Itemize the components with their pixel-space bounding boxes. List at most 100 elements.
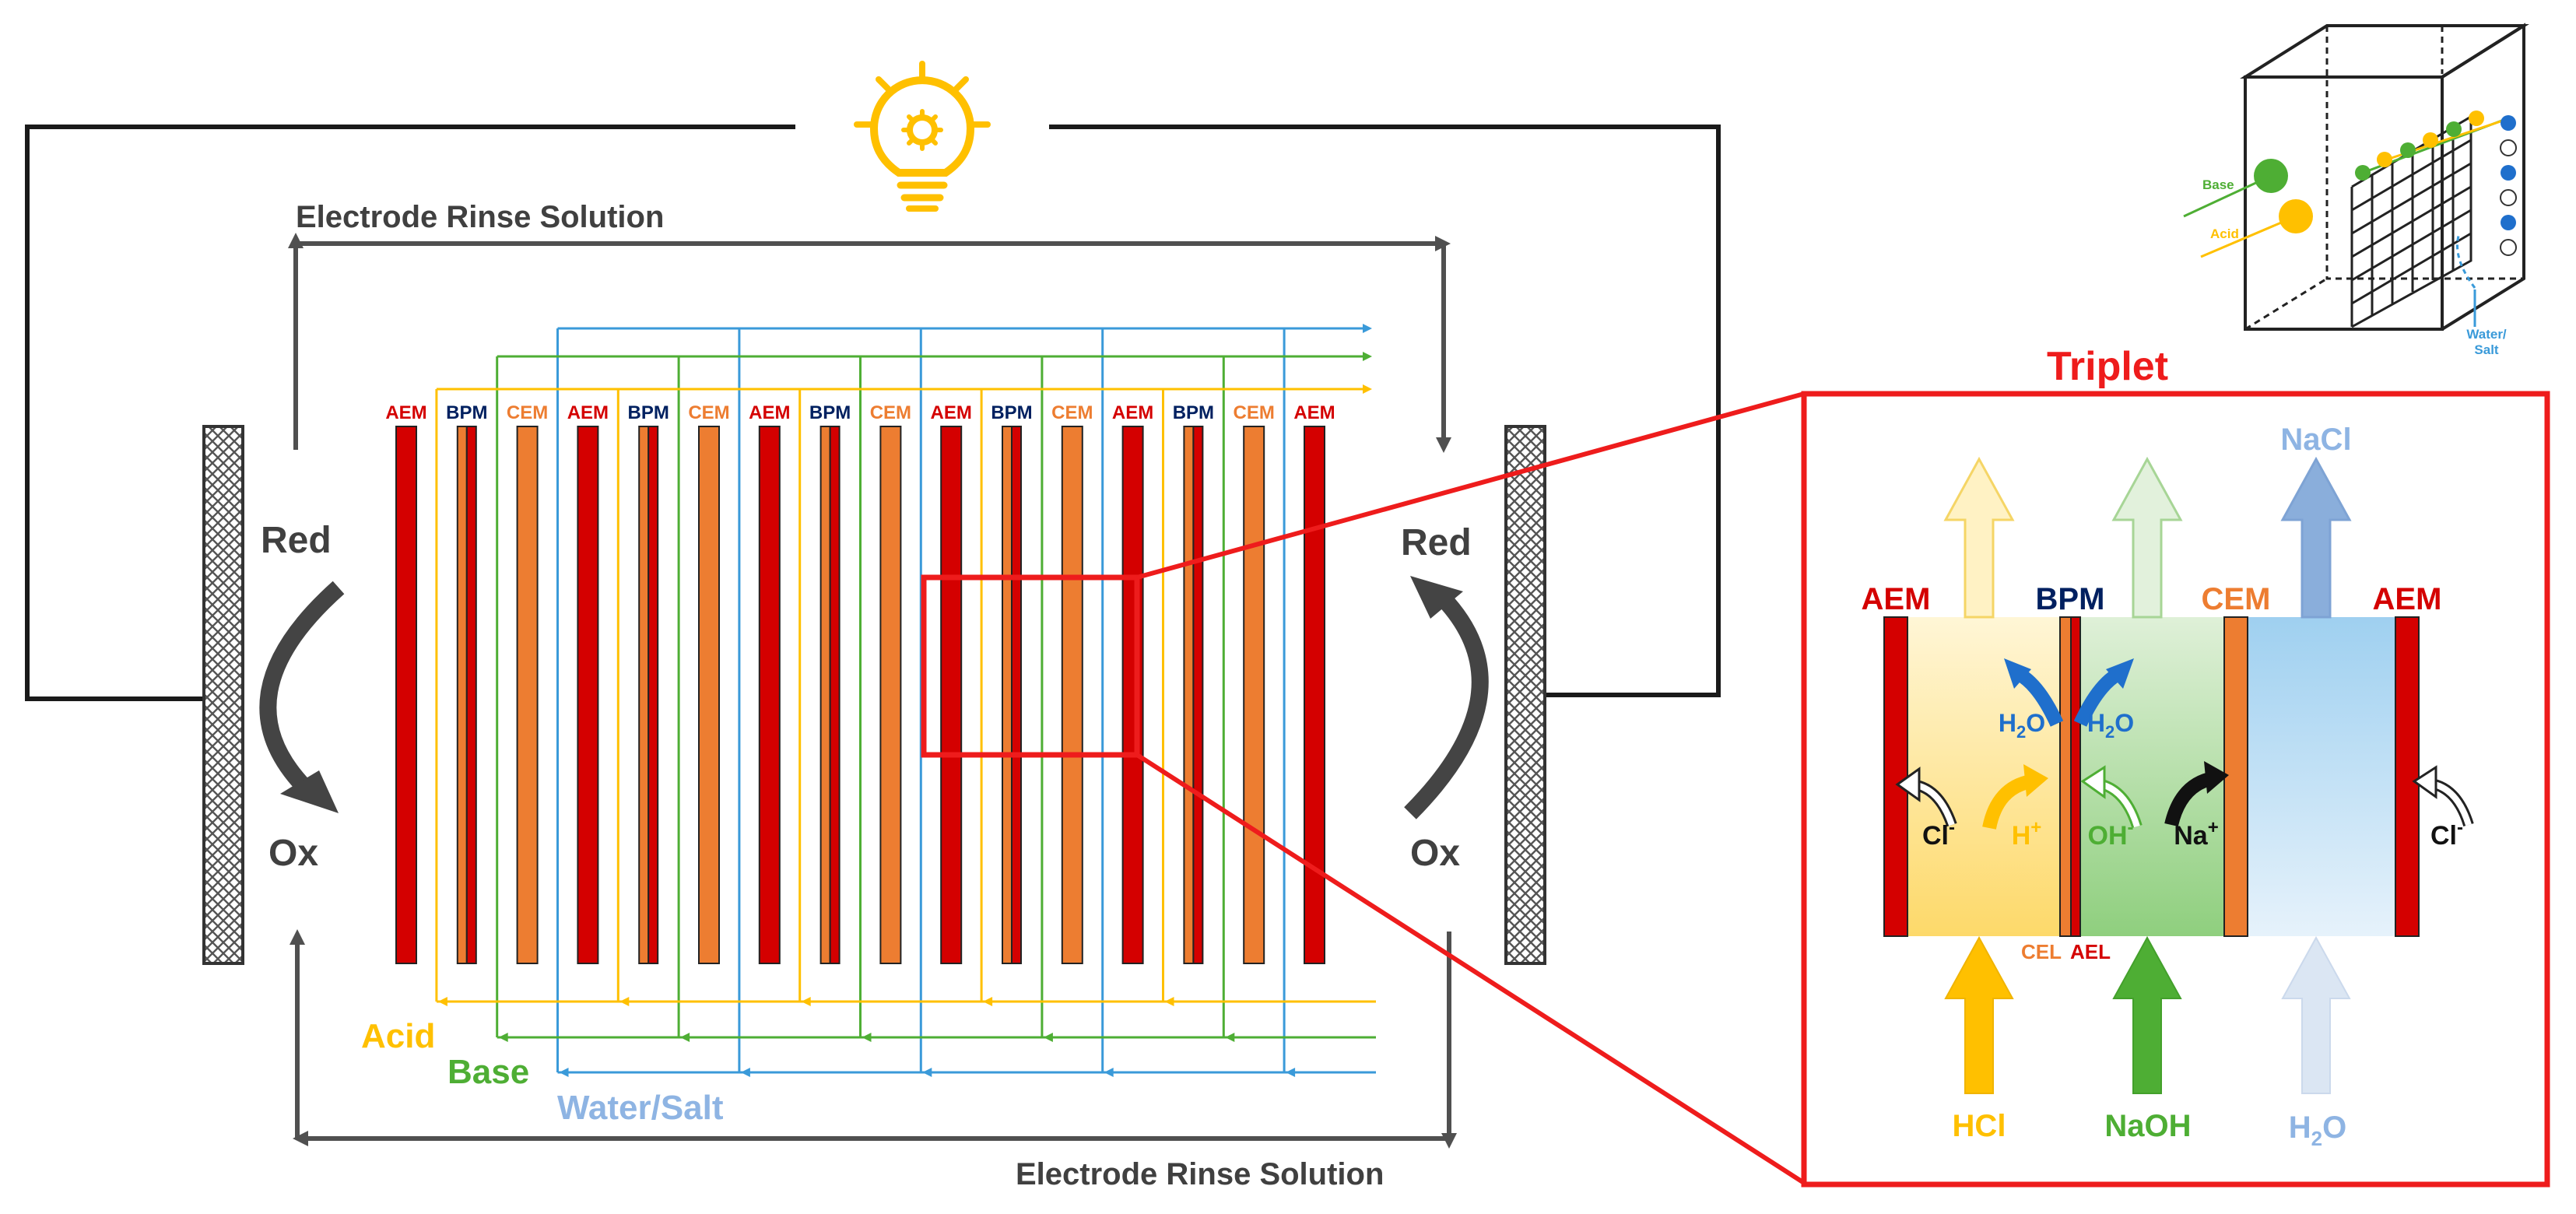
flow-triplet [1162, 328, 1286, 1072]
flow-inlet-arrowhead [862, 1033, 872, 1042]
triplet-cem-label: CEM [2202, 582, 2271, 616]
stack-membrane-bpm: BPM [809, 402, 851, 964]
flow-inlet-arrowhead [983, 997, 993, 1006]
stream-label-base: Base [447, 1053, 529, 1091]
flow-inlet-arrowhead [498, 1033, 508, 1042]
lightbulb-icon [854, 61, 991, 212]
stack-membrane-aem: AEM [1112, 402, 1153, 964]
hcl-inlet-label: HCl [1953, 1109, 2006, 1143]
triplet-aem-left-label: AEM [1862, 582, 1931, 616]
right-red-label: Red [1401, 522, 1472, 563]
stack-membrane-label: CEM [507, 402, 548, 423]
membrane-stack: AEM BPM CEM AEM BPM CEM AEM BPM CEM AEM BPM CEM AEM B… [385, 402, 1335, 964]
zoom-selection-box [921, 574, 1140, 758]
bpm-anion-layer [829, 426, 841, 964]
stream-label-water-salt: Water/Salt [557, 1089, 724, 1127]
acid-outlet-arrow [1943, 456, 2015, 619]
stack-membrane-aem: AEM [385, 402, 427, 964]
ion-oh-minus: OH- [2088, 817, 2134, 851]
stack-membrane-bpm: BPM [991, 402, 1033, 964]
triplet-bpm-cel [2059, 616, 2072, 937]
left-red-label: Red [261, 520, 332, 561]
bpm-cation-layer [638, 426, 650, 964]
flow-inlet-arrowhead [1225, 1033, 1235, 1042]
stack-membrane-label: AEM [567, 402, 609, 423]
stack-membrane-label: BPM [991, 402, 1032, 423]
membrane-body [1243, 426, 1265, 964]
stack-membrane-cem: CEM [507, 402, 548, 964]
stack-membrane-cem: CEM [870, 402, 911, 964]
flow-inlet-arrowhead [437, 997, 447, 1006]
left-redox-arrow [259, 581, 345, 813]
cl-right-arrow [2412, 765, 2474, 827]
oh-minus-arrow [2080, 765, 2143, 829]
stack-membrane-label: BPM [1173, 402, 1214, 423]
rinse-label-bottom: Electrode Rinse Solution [1016, 1157, 1384, 1191]
flow-triplet [616, 328, 741, 1072]
stack-membrane-label: BPM [628, 402, 669, 423]
membrane-body [879, 426, 902, 964]
base-outlet-arrow [2111, 456, 2183, 619]
zoom-connector-bottom [1135, 753, 1806, 1185]
flow-inlet-arrowhead [1286, 1068, 1296, 1077]
flow-inlet-arrowhead [680, 1033, 690, 1042]
stack-membrane-aem: AEM [749, 402, 790, 964]
cl-left-arrow [1895, 767, 1957, 827]
ion-h-plus: H+ [2012, 817, 2042, 851]
flow-inlet-arrowhead [619, 997, 630, 1006]
stack-3d-inset [2183, 23, 2529, 331]
flow-inlet-arrowhead [801, 997, 811, 1006]
ion-cl-right: Cl- [2430, 817, 2463, 851]
inset-water-salt-label-2: Salt [2474, 342, 2499, 357]
stack-membrane-label: CEM [1051, 402, 1093, 423]
water-inlet-arrow [2281, 935, 2351, 1094]
triplet-aem-left [1883, 616, 1908, 937]
triplet-bpm-ael [2070, 616, 2081, 937]
external-circuit [25, 125, 1721, 701]
triplet-bpm-label: BPM [2036, 582, 2105, 616]
flow-inlet-arrowhead [922, 1068, 932, 1077]
stack-membrane-label: CEM [688, 402, 729, 423]
right-redox-arrow [1404, 576, 1489, 819]
ion-na-plus: Na+ [2174, 817, 2218, 851]
stack-membrane-cem: CEM [1234, 402, 1275, 964]
stream-label-acid: Acid [361, 1017, 435, 1055]
bpm-cation-layer [456, 426, 468, 964]
salt-outlet-label: NaCl [2280, 423, 2351, 457]
bpm-anion-layer [1192, 426, 1204, 964]
triplet-aem-right-label: AEM [2373, 582, 2442, 616]
stack-membrane-label: AEM [931, 402, 972, 423]
h-plus-arrow [1982, 764, 2048, 830]
naoh-inlet-label: NaOH [2104, 1109, 2191, 1143]
water-splitting-arrows [2004, 658, 2134, 727]
cel-layer-label: CEL [2021, 940, 2062, 963]
bpm-cation-layer [819, 426, 831, 964]
membrane-body [1061, 426, 1083, 964]
ael-layer-label: AEL [2070, 940, 2111, 963]
membrane-body [698, 426, 720, 964]
inset-base-label: Base [2202, 177, 2234, 192]
bpm-anion-layer [648, 426, 659, 964]
flow-manifolds [435, 324, 1376, 1077]
triplet-cem [2223, 616, 2248, 937]
stack-membrane-label: CEM [1234, 402, 1275, 423]
stack-membrane-label: CEM [870, 402, 911, 423]
stack-membrane-label: AEM [1112, 402, 1153, 423]
bpm-cation-layer [1183, 426, 1195, 964]
flow-triplet [435, 328, 559, 1072]
stack-membrane-bpm: BPM [628, 402, 669, 964]
right-electrode [1504, 425, 1546, 965]
bpm-cation-layer [1002, 426, 1013, 964]
right-ox-label: Ox [1410, 833, 1460, 874]
water-label-right: H2O [2087, 709, 2134, 742]
triplet-title: Triplet [2047, 344, 2168, 389]
left-ox-label: Ox [268, 833, 318, 874]
stack-membrane-bpm: BPM [446, 402, 487, 964]
bpm-anion-layer [465, 426, 477, 964]
triplet-compartments [1901, 617, 2395, 936]
water-inlet-label: H2O [2289, 1110, 2346, 1150]
salt-compartment [2248, 617, 2395, 936]
stack-membrane-cem: CEM [688, 402, 730, 964]
rinse-label-top: Electrode Rinse Solution [296, 200, 664, 234]
